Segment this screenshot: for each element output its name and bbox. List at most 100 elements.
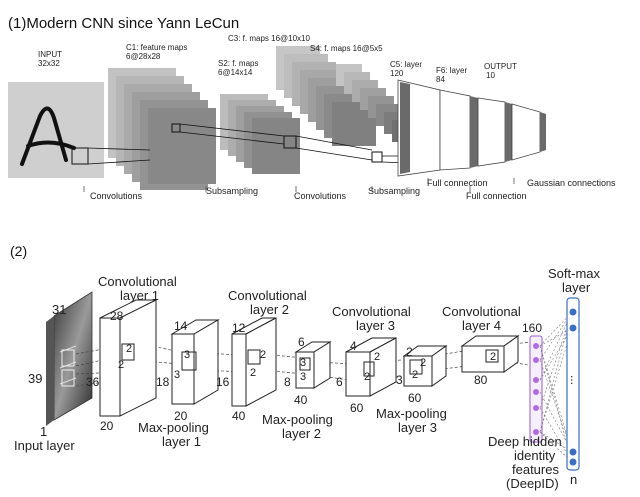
- conv4-title-1: Convolutional: [442, 304, 521, 319]
- c5-size: 120: [390, 69, 404, 78]
- pool2-title-2: layer 2: [282, 426, 321, 441]
- handwritten-a-glyph: [20, 106, 76, 166]
- conv2-dim-c: 40: [232, 409, 246, 423]
- pool3-dim-h: 3: [396, 373, 403, 387]
- c3-label: C3: f. maps 16@10x10: [228, 34, 310, 43]
- pool2-dim-h: 8: [284, 375, 291, 389]
- input-dim-height: 39: [28, 371, 42, 386]
- conv1-kernel-1: 2: [126, 343, 132, 355]
- deepid-label-4: (DeepID): [506, 476, 559, 491]
- conv1-dim-h: 36: [86, 375, 100, 389]
- conv2-dim-h: 16: [216, 375, 230, 389]
- conv3-title-1: Convolutional: [332, 304, 411, 319]
- deepid-dim: 160: [522, 321, 542, 335]
- pool1-dim-c: 20: [174, 409, 188, 423]
- c1-feature-maps: [108, 68, 216, 190]
- conv-layer-4-block: [460, 335, 520, 373]
- pool1-dim-h: 18: [156, 375, 170, 389]
- input-dim-channels: 1: [40, 424, 47, 439]
- conv1-dim-w: 28: [110, 309, 124, 323]
- pool3-title-2: layer 3: [398, 420, 437, 435]
- output-label: OUTPUT: [484, 62, 517, 71]
- pool3-kernel-2: 2: [412, 369, 418, 381]
- input-face-block: [46, 291, 93, 426]
- pool1-kernel-1: 3: [184, 349, 190, 361]
- conv1-title-1: Convolutional: [98, 274, 177, 289]
- input-size: 32x32: [38, 59, 60, 68]
- pool3-dim-w: 2: [406, 345, 413, 359]
- softmax-dots: ...: [568, 375, 582, 385]
- sub1-connector: [179, 123, 285, 145]
- pool2-kernel-1: 3: [300, 357, 306, 369]
- s2-window: [283, 135, 297, 149]
- s2-size: 6@14x14: [218, 68, 253, 77]
- softmax-label-2: layer: [562, 280, 591, 295]
- conv-layer-3-block: [345, 337, 397, 397]
- pool3-title-1: Max-pooling: [376, 406, 447, 421]
- panel-2-deepid: (2) 31 39 1 Input layer: [10, 243, 601, 491]
- op-convolutions-1: Convolutions: [90, 191, 143, 201]
- input-label: INPUT: [38, 50, 62, 59]
- op-convolutions-2: Convolutions: [294, 191, 347, 201]
- s4-window: [371, 151, 383, 163]
- conv2-dim-w: 12: [232, 321, 246, 335]
- s4-label: S4: f. maps 16@5x5: [310, 44, 383, 53]
- deepid-label-1: Deep hidden: [488, 434, 562, 449]
- pool3-kernel-1: 2: [420, 357, 426, 369]
- input-receptive-field: [71, 147, 89, 165]
- conv2-kernel-1: 2: [260, 349, 266, 361]
- op-full-connection-1: Full connection: [427, 178, 488, 188]
- conv3-dim-c: 60: [350, 401, 364, 415]
- op-subsampling-2: Subsampling: [368, 186, 420, 196]
- pool1-title-1: Max-pooling: [138, 420, 209, 435]
- s2-label: S2: f. maps: [218, 59, 258, 68]
- conv2-title-2: layer 2: [250, 302, 289, 317]
- conv1-kernel-2: 2: [118, 359, 124, 371]
- input-layer-label: Input layer: [14, 438, 75, 453]
- f6-size: 84: [436, 75, 445, 84]
- pool2-dim-c: 40: [294, 393, 308, 407]
- fully-connected-layers: [397, 79, 546, 177]
- softmax-layer: [566, 297, 580, 471]
- conv1-connector: [87, 147, 151, 165]
- panel-1-operations: [83, 178, 515, 192]
- c5-label: C5: layer: [390, 60, 422, 69]
- c1-window: [171, 123, 181, 133]
- pool3-dim-c: 60: [408, 391, 422, 405]
- conv-layer-1-block: [99, 299, 157, 417]
- input-dim-width: 31: [52, 302, 66, 317]
- conv3-dim-h: 6: [336, 375, 343, 389]
- panel-1-heading: (1)Modern CNN since Yann LeCun: [8, 15, 239, 32]
- op-gaussian-connections: Gaussian connections: [527, 178, 616, 188]
- conv3-dim-w: 4: [350, 339, 357, 353]
- f6-label: F6: layer: [436, 66, 467, 75]
- softmax-n: n: [570, 472, 577, 487]
- deepid-feature-layer: [529, 335, 543, 443]
- deepid-label-3: features: [512, 462, 559, 477]
- panel-1-lenet: (1)Modern CNN since Yann LeCun: [8, 15, 616, 201]
- softmax-label-1: Soft-max: [548, 266, 601, 281]
- max-pool-2-block: [294, 341, 332, 389]
- conv2-connector: [295, 135, 373, 161]
- pool1-dim-w: 14: [174, 319, 188, 333]
- output-size: 10: [486, 71, 495, 80]
- c1-size: 6@28x28: [126, 52, 161, 61]
- c1-label: C1: feature maps: [126, 43, 187, 52]
- conv1-title-2: layer 1: [120, 288, 159, 303]
- conv4-title-2: layer 4: [462, 318, 501, 333]
- pool2-kernel-2: 3: [300, 371, 306, 383]
- deepid-label-2: identity: [514, 448, 556, 463]
- conv-layer-2-block: [231, 317, 277, 407]
- pool1-title-2: layer 1: [162, 434, 201, 449]
- conv3-kernel-1: 2: [374, 351, 380, 363]
- max-pool-1-block: [170, 319, 220, 405]
- pool1-kernel-2: 3: [174, 369, 180, 381]
- conv2-kernel-2: 2: [250, 367, 256, 379]
- conv4-kernel: 2: [490, 351, 496, 363]
- op-full-connection-2: Full connection: [466, 191, 527, 201]
- op-subsampling-1: Subsampling: [206, 186, 258, 196]
- s2-feature-maps: [220, 94, 300, 174]
- pool2-dim-w: 6: [298, 335, 305, 349]
- conv2-title-1: Convolutional: [228, 288, 307, 303]
- conv3-kernel-2: 2: [364, 371, 370, 383]
